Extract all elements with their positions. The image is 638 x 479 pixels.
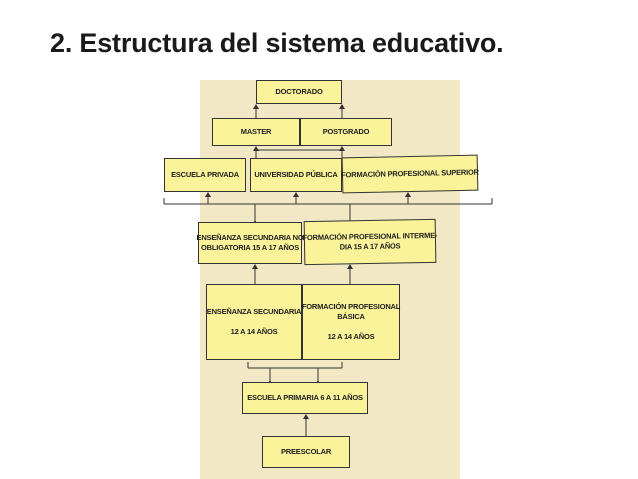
box-ensenanza-secundaria-line-1: ENSEÑANZA SECUNDARIA bbox=[206, 307, 302, 317]
box-doctorado: DOCTORADO bbox=[256, 80, 342, 104]
box-ensenanza-secundaria-line-2: 12 A 14 AÑOS bbox=[230, 326, 278, 336]
box-ensenanza-no-obligatoria-line-2: OBLIGATORIA 15 A 17 AÑOS bbox=[201, 243, 299, 252]
box-fp-intermedia-line-2: DIA 15 A 17 AÑOS bbox=[339, 241, 401, 252]
box-fp-basica-line-3: 12 A 14 AÑOS bbox=[327, 331, 375, 341]
box-fp-basica-line-1: FORMACIÓN PROFESIONAL bbox=[301, 302, 401, 312]
box-fp-intermedia: FORMACIÓN PROFESIONAL INTERME- DIA 15 A … bbox=[302, 218, 437, 266]
box-preescolar: PREESCOLAR bbox=[262, 436, 350, 468]
box-universidad-publica: UNIVERSIDAD PÚBLICA bbox=[250, 158, 342, 192]
box-postgrado-label: POSTGRADO bbox=[322, 126, 370, 136]
slide-title: 2. Estructura del sistema educativo. bbox=[50, 28, 504, 58]
box-preescolar-label: PREESCOLAR bbox=[280, 446, 332, 456]
box-master-label: MASTER bbox=[240, 126, 272, 136]
box-fp-basica: FORMACIÓN PROFESIONAL BÁSICA 12 A 14 AÑO… bbox=[302, 284, 400, 360]
box-escuela-privada-label: ESCUELA PRIVADA bbox=[171, 169, 239, 179]
box-master: MASTER bbox=[212, 118, 300, 146]
box-fp-basica-line-2: BÁSICA bbox=[337, 312, 365, 322]
box-escuela-privada: ESCUELA PRIVADA bbox=[164, 158, 246, 192]
box-fp-superior-label: FORMACIÓN PROFESIONAL SUPERIOR bbox=[341, 167, 479, 180]
box-ensenanza-secundaria: ENSEÑANZA SECUNDARIA 12 A 14 AÑOS bbox=[206, 284, 302, 360]
box-postgrado: POSTGRADO bbox=[300, 118, 392, 146]
box-escuela-primaria-label: ESCUELA PRIMARIA 6 A 11 AÑOS bbox=[247, 392, 363, 402]
box-doctorado-label: DOCTORADO bbox=[275, 86, 323, 96]
box-fp-superior: FORMACIÓN PROFESIONAL SUPERIOR bbox=[341, 154, 479, 194]
box-universidad-publica-label: UNIVERSIDAD PÚBLICA bbox=[254, 169, 338, 179]
box-ensenanza-no-obligatoria-line-1: ENSEÑANZA SECUNDARIA NO bbox=[196, 232, 304, 242]
box-escuela-primaria: ESCUELA PRIMARIA 6 A 11 AÑOS bbox=[242, 382, 368, 414]
box-ensenanza-no-obligatoria: ENSEÑANZA SECUNDARIA NO OBLIGATORIA 15 A… bbox=[196, 222, 304, 264]
